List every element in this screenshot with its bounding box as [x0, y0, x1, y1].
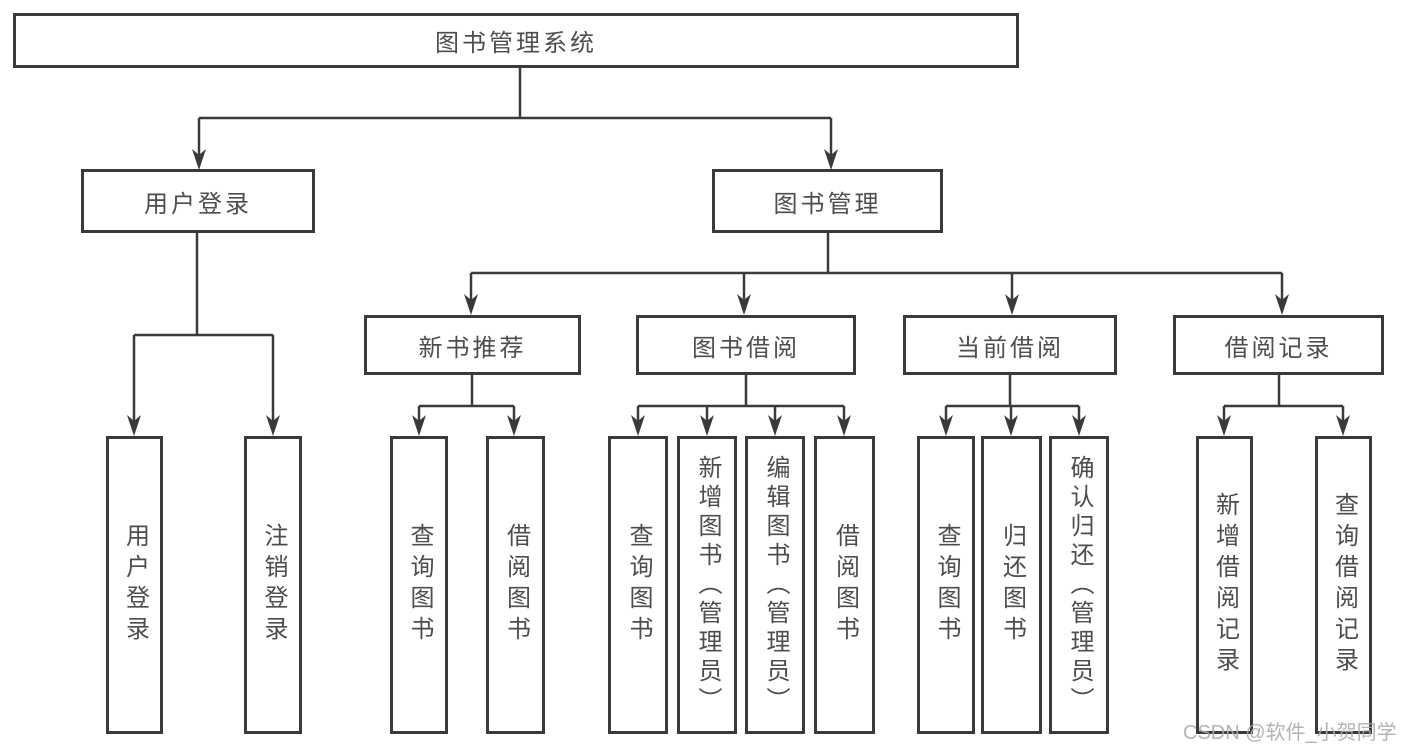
leaf-add-borrow-record: 新增借阅记录 — [1196, 436, 1253, 734]
leaf-borrow-books-1: 借阅图书 — [486, 436, 545, 734]
leaf-query-books-1: 查询图书 — [390, 436, 448, 734]
leaf-query-borrow-record: 查询借阅记录 — [1315, 436, 1372, 734]
csdn-watermark: CSDN @软件_小贺同学 — [1183, 722, 1397, 744]
leaf-return-book: 归还图书 — [981, 436, 1042, 734]
leaf-add-book-admin: 新增图书（管理员） — [677, 436, 737, 734]
node-book-borrowing: 图书借阅 — [636, 315, 856, 375]
leaf-logout: 注销登录 — [244, 436, 302, 734]
node-user-login: 用户登录 — [81, 169, 315, 233]
leaf-edit-book-admin: 编辑图书（管理员） — [745, 436, 805, 734]
node-new-book-recommend: 新书推荐 — [364, 315, 581, 375]
leaf-confirm-return-admin: 确认归还（管理员） — [1049, 436, 1109, 734]
node-book-management: 图书管理 — [712, 169, 943, 233]
leaf-query-books-2: 查询图书 — [608, 436, 668, 734]
leaf-query-books-3: 查询图书 — [917, 436, 975, 734]
node-current-borrowing: 当前借阅 — [903, 315, 1117, 375]
leaf-user-login: 用户登录 — [106, 436, 163, 734]
node-borrowing-records: 借阅记录 — [1173, 315, 1384, 375]
leaf-borrow-books-2: 借阅图书 — [814, 436, 875, 734]
node-root: 图书管理系统 — [13, 13, 1019, 68]
